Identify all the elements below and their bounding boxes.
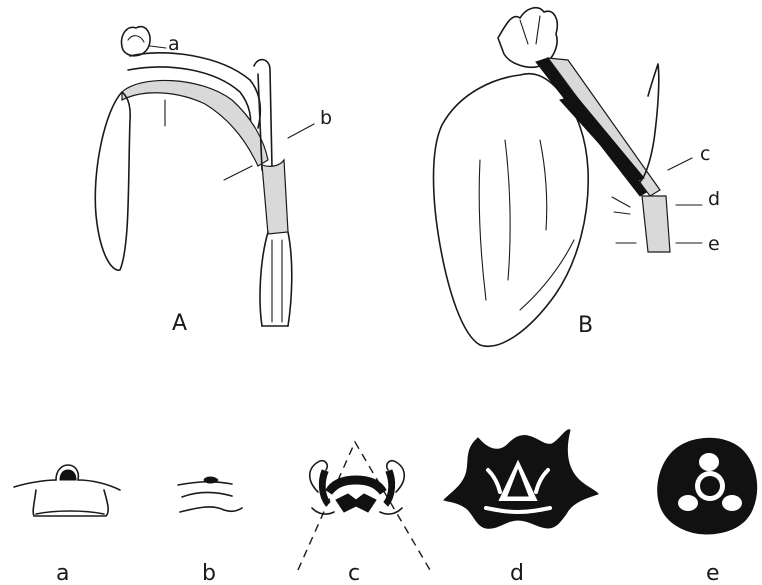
panel-b-drawing: [434, 8, 703, 347]
panel-a-drawing: [95, 27, 314, 326]
section-label-b: b: [202, 561, 216, 585]
section-label-c: c: [348, 561, 360, 585]
cross-section-c: [298, 442, 430, 570]
panel-label-a: A: [172, 311, 187, 336]
cross-section-e: [658, 438, 757, 534]
part-label-b: b: [320, 107, 332, 129]
panel-label-b: B: [578, 313, 593, 338]
part-label-d: d: [708, 188, 720, 210]
section-label-a: a: [56, 561, 69, 585]
cross-section-a: [14, 465, 120, 516]
part-label-e: e: [708, 233, 720, 255]
section-label-e: e: [706, 561, 720, 585]
cross-section-d: [444, 430, 598, 528]
section-label-d: d: [510, 561, 524, 585]
part-label-c: c: [700, 143, 710, 165]
part-label-a: a: [168, 33, 180, 55]
cross-section-b: [178, 477, 242, 512]
